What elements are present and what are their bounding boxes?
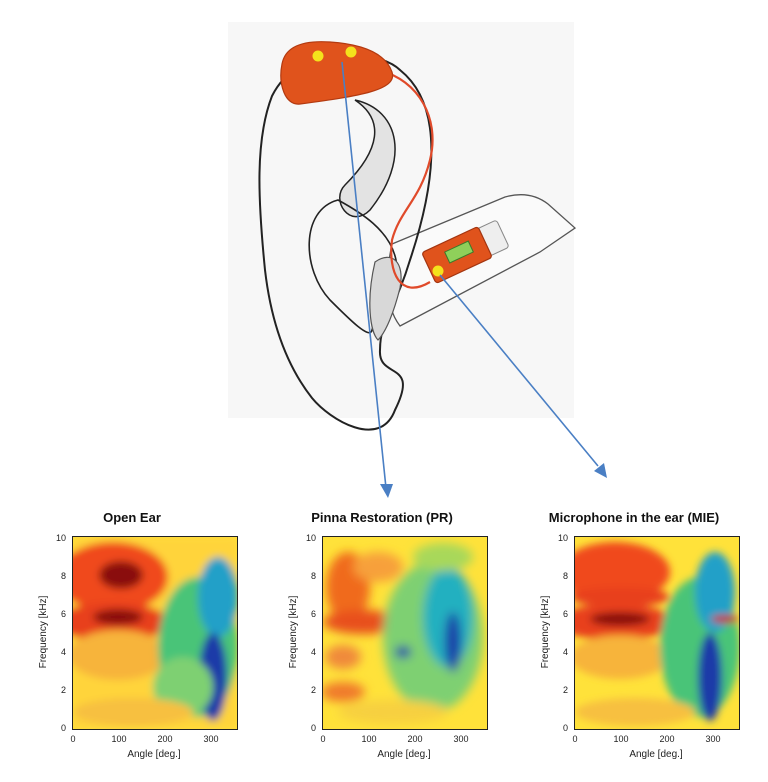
x-tick: 300 xyxy=(453,734,468,744)
x-tick: 200 xyxy=(659,734,674,744)
y-tick: 8 xyxy=(61,571,66,581)
y-axis-label: Frequency [kHz] xyxy=(38,595,49,668)
y-tick: 4 xyxy=(61,647,66,657)
y-tick: 10 xyxy=(558,533,568,543)
y-tick: 4 xyxy=(563,647,568,657)
device-microphone-2 xyxy=(345,46,357,58)
x-tick: 200 xyxy=(407,734,422,744)
x-tick: 0 xyxy=(572,734,577,744)
y-tick: 2 xyxy=(311,685,316,695)
heatmap-svg xyxy=(73,537,237,729)
arrow-head-mie xyxy=(594,463,607,478)
y-tick: 2 xyxy=(61,685,66,695)
heatmap-svg xyxy=(323,537,487,729)
receiver-wire xyxy=(377,68,434,289)
y-axis-label: Frequency [kHz] xyxy=(540,595,551,668)
plot-title: Microphone in the ear (MIE) xyxy=(548,510,720,525)
y-tick: 10 xyxy=(306,533,316,543)
ear-antihelix xyxy=(339,99,396,218)
x-tick: 300 xyxy=(705,734,720,744)
arrow-to-pr xyxy=(341,61,387,489)
plot-title: Open Ear xyxy=(103,510,161,525)
x-tick: 0 xyxy=(70,734,75,744)
x-tick: 0 xyxy=(320,734,325,744)
y-tick: 0 xyxy=(61,723,66,733)
x-tick: 100 xyxy=(361,734,376,744)
arrow-head-pr xyxy=(380,484,393,498)
y-tick: 6 xyxy=(563,609,568,619)
ear-diagram xyxy=(258,41,607,498)
x-axis-label: Angle [deg.] xyxy=(127,749,181,760)
axes-pinna-restoration: 0 2 4 6 8 10 0 100 200 300 Angle [deg.] … xyxy=(288,533,469,760)
y-tick: 0 xyxy=(563,723,568,733)
x-tick: 100 xyxy=(111,734,126,744)
y-tick: 4 xyxy=(311,647,316,657)
x-tick: 300 xyxy=(203,734,218,744)
y-tick: 8 xyxy=(311,571,316,581)
heatmap-pinna-restoration xyxy=(322,536,488,730)
x-axis-label: Angle [deg.] xyxy=(377,749,431,760)
plot-title: Pinna Restoration (PR) xyxy=(311,510,453,525)
heatmap-svg xyxy=(575,537,739,729)
arrow-to-mie xyxy=(439,274,599,467)
heatmap-open-ear xyxy=(72,536,238,730)
ear-concha xyxy=(308,199,398,334)
canal-microphone xyxy=(432,265,444,277)
x-tick: 100 xyxy=(613,734,628,744)
axes-microphone-in-ear: 0 2 4 6 8 10 0 100 200 300 Angle [deg.] … xyxy=(540,533,721,760)
plot-microphone-in-ear: Microphone in the ear (MIE) 0 2 4 xyxy=(518,500,750,770)
ear-lobe-cartilage xyxy=(369,256,402,341)
y-axis-label: Frequency [kHz] xyxy=(288,595,299,668)
heatmap-microphone-in-ear xyxy=(574,536,740,730)
y-tick: 2 xyxy=(563,685,568,695)
y-tick: 6 xyxy=(61,609,66,619)
plot-pinna-restoration: Pinna Restoration (PR) 0 2 xyxy=(266,500,498,770)
plot-open-ear: Open Ear 0 2 4 6 8 xyxy=(16,500,248,770)
y-tick: 6 xyxy=(311,609,316,619)
device-microphone-1 xyxy=(312,50,324,62)
ear-helix-outline xyxy=(258,53,433,431)
y-tick: 10 xyxy=(56,533,66,543)
y-tick: 8 xyxy=(563,571,568,581)
y-tick: 0 xyxy=(311,723,316,733)
x-tick: 200 xyxy=(157,734,172,744)
hearing-aid-body xyxy=(280,41,394,105)
axes-open-ear: 0 2 4 6 8 10 0 100 200 300 Angle [deg.] … xyxy=(38,533,219,760)
x-axis-label: Angle [deg.] xyxy=(629,749,683,760)
